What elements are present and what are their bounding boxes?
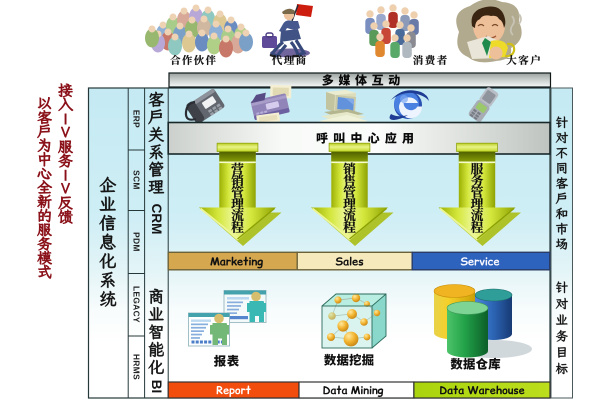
svg-text:HRMS: HRMS xyxy=(132,354,142,380)
svg-text:LEGACY: LEGACY xyxy=(132,286,142,323)
svg-text:ERP: ERP xyxy=(132,110,142,128)
svg-text:PDM: PDM xyxy=(132,232,142,252)
svg-text:SCM: SCM xyxy=(132,170,142,190)
svg-text:CRM: CRM xyxy=(149,204,164,235)
svg-text:BI: BI xyxy=(149,380,164,394)
